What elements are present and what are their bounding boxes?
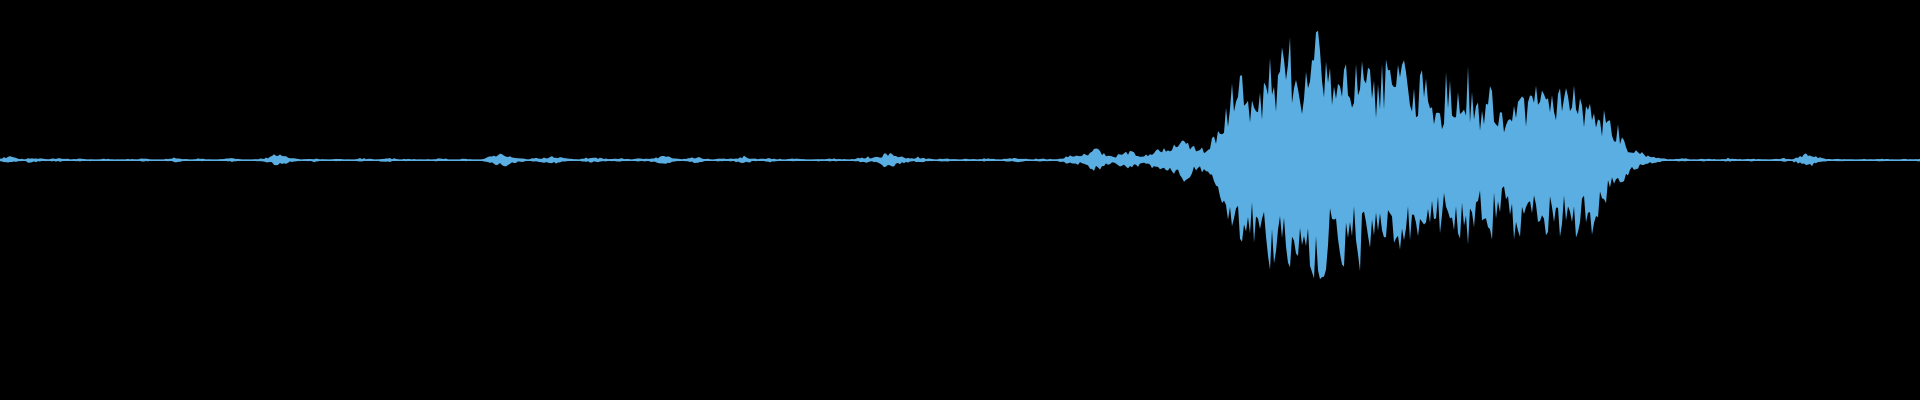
waveform-baseline [0, 160, 1920, 161]
waveform-amplitude-envelope [0, 30, 1920, 280]
